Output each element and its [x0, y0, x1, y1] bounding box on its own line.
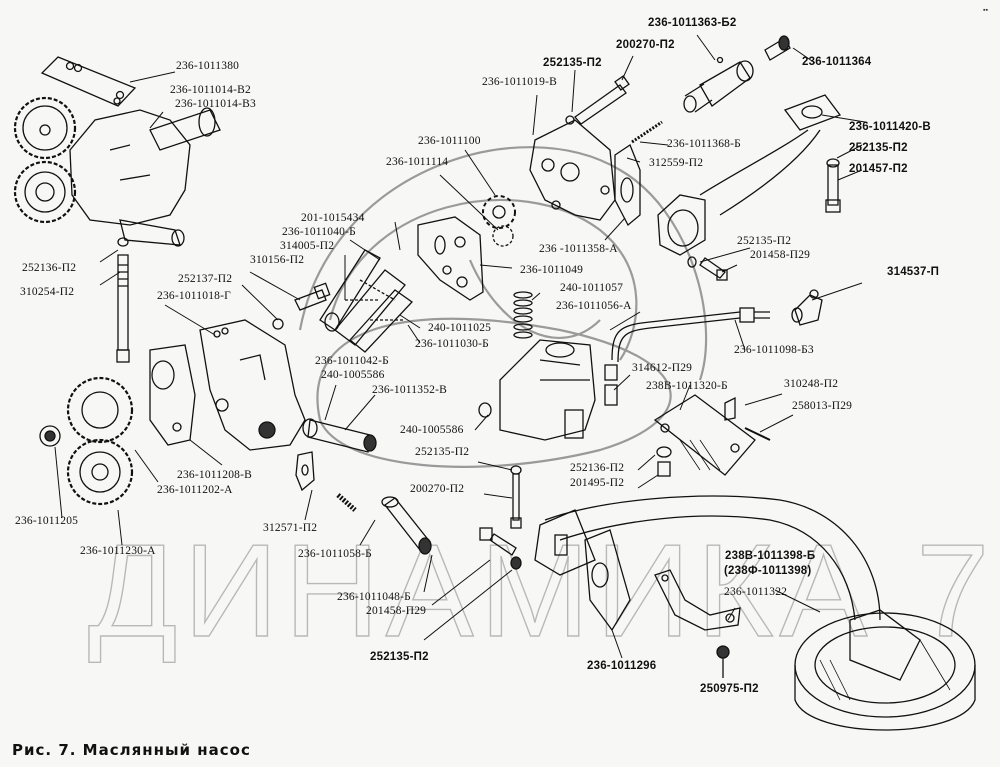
part-spring-top	[631, 120, 663, 144]
part-label: 236-1011040-Б	[282, 226, 356, 238]
part-bolt-small	[272, 282, 331, 330]
part-label: 236-1011014-В2	[170, 84, 251, 96]
part-bolt-lower	[479, 527, 522, 570]
part-upper-gears	[13, 96, 77, 224]
part-label: 236-1011048-Б	[337, 591, 411, 603]
part-label: 314537-П	[887, 266, 940, 278]
figure-caption: Рис. 7. Маслянный насос	[12, 741, 251, 759]
part-label: 252137-П2	[178, 273, 233, 285]
part-label: 236-1011230-А	[80, 545, 156, 557]
part-label: 252136-П2	[570, 462, 625, 474]
part-label: 252135-П2	[849, 142, 908, 154]
part-long-stud	[116, 237, 130, 363]
part-label: 236-1011322	[724, 586, 788, 598]
part-cover-plate	[40, 56, 137, 107]
part-label: 236-1011114	[386, 156, 449, 168]
part-label: 236-1011056-А	[556, 300, 632, 312]
part-label: 314005-П2	[280, 240, 335, 252]
part-label: 236-1011352-В	[372, 384, 448, 396]
part-bolt-top	[565, 75, 630, 125]
part-upper-pump-body	[69, 107, 221, 247]
part-label: 200270-П2	[410, 483, 465, 495]
part-label: 236-1011019-В	[482, 76, 558, 88]
part-label: 201458-П29	[366, 605, 427, 617]
part-label: 236-1011368-Б	[667, 138, 741, 150]
part-strainer	[794, 609, 976, 731]
part-label: 252135-П2	[543, 57, 602, 69]
part-label: 240-1011057	[560, 282, 624, 294]
part-label: 310254-П2	[20, 286, 75, 298]
leader-lines	[54, 34, 866, 659]
part-lock-plate	[295, 451, 315, 492]
part-label: 252135-П2	[737, 235, 792, 247]
part-label: 252136-П2	[22, 262, 77, 274]
part-label: 240-1005586	[321, 369, 385, 381]
part-gear-cover	[149, 344, 196, 446]
part-rear-housing	[529, 119, 616, 221]
part-label: 236 -1011358-А	[539, 243, 618, 255]
corner-mark: ▪▪	[983, 6, 988, 14]
part-label: 236-1011363-Б2	[648, 17, 737, 29]
part-label: 236-1011100	[418, 135, 481, 147]
part-label: 200270-П2	[616, 39, 675, 51]
part-bolt-pipe	[687, 256, 728, 281]
part-separator-plate	[417, 216, 484, 301]
part-label: 252135-П2	[370, 651, 429, 663]
part-label: 238В-1011398-Б	[725, 550, 816, 562]
part-label: 236-1011049	[520, 264, 584, 276]
part-label: 236-1011202-А	[157, 484, 233, 496]
part-label: 236-1011098-Б3	[734, 344, 814, 356]
part-bracket	[653, 394, 771, 477]
part-label: 310156-П2	[250, 254, 305, 266]
part-label: 201-1015434	[301, 212, 365, 224]
part-label: 201457-П2	[849, 163, 908, 175]
part-bolt-right	[825, 158, 841, 213]
part-lower-gears	[39, 376, 134, 506]
part-label: 201495-П2	[570, 477, 625, 489]
part-label: 236-1011205	[15, 515, 79, 527]
part-gasket	[614, 144, 641, 227]
part-label: 314612-П29	[632, 362, 693, 374]
part-label: 258013-П29	[792, 400, 853, 412]
part-bolt-middle	[510, 465, 522, 529]
part-label: 236-1011380	[176, 60, 240, 72]
part-driver-gears	[319, 249, 413, 353]
part-oil-tube	[604, 307, 770, 406]
part-intake-pipe	[534, 495, 881, 632]
part-label: 238В-1011320-Б	[646, 380, 728, 392]
part-spring-plunger	[336, 493, 432, 555]
part-label: 252135-П2	[415, 446, 470, 458]
part-label: 240-1005586	[400, 424, 464, 436]
part-middle-pump-body	[199, 319, 306, 451]
part-label: 236-1011018-Г	[157, 290, 231, 302]
watermark-arcs	[298, 146, 708, 468]
part-elbow	[791, 289, 823, 326]
part-label: 236-1011014-В3	[175, 98, 256, 110]
part-plug	[764, 35, 791, 61]
part-label: 236-1011058-Б	[298, 548, 372, 560]
part-label: 310248-П2	[784, 378, 839, 390]
part-label: 236-1011208-В	[177, 469, 253, 481]
part-shaft	[302, 418, 377, 453]
part-valve-body	[683, 56, 754, 113]
part-clamp	[654, 569, 741, 678]
part-label: 201458-П29	[750, 249, 811, 261]
part-label: 312559-П2	[649, 157, 704, 169]
part-label: (238Ф-1011398)	[724, 565, 812, 577]
part-label: 250975-П2	[700, 683, 759, 695]
part-label: 236-1011030-Б	[415, 338, 489, 350]
part-label: 236-1011296	[587, 660, 657, 672]
part-label: 236-1011042-Б	[315, 355, 389, 367]
part-label: 240-1011025	[428, 322, 492, 334]
watermark: ДИНАМИКА 76	[87, 516, 1000, 664]
part-outlet-pipe	[657, 94, 842, 256]
part-label: 312571-П2	[263, 522, 318, 534]
part-pressure-housing	[478, 339, 596, 441]
part-label: 236-1011420-В	[849, 121, 931, 133]
part-rotor-gear	[482, 195, 516, 247]
part-spring-middle	[513, 291, 533, 339]
part-label: 236-1011364	[802, 56, 872, 68]
